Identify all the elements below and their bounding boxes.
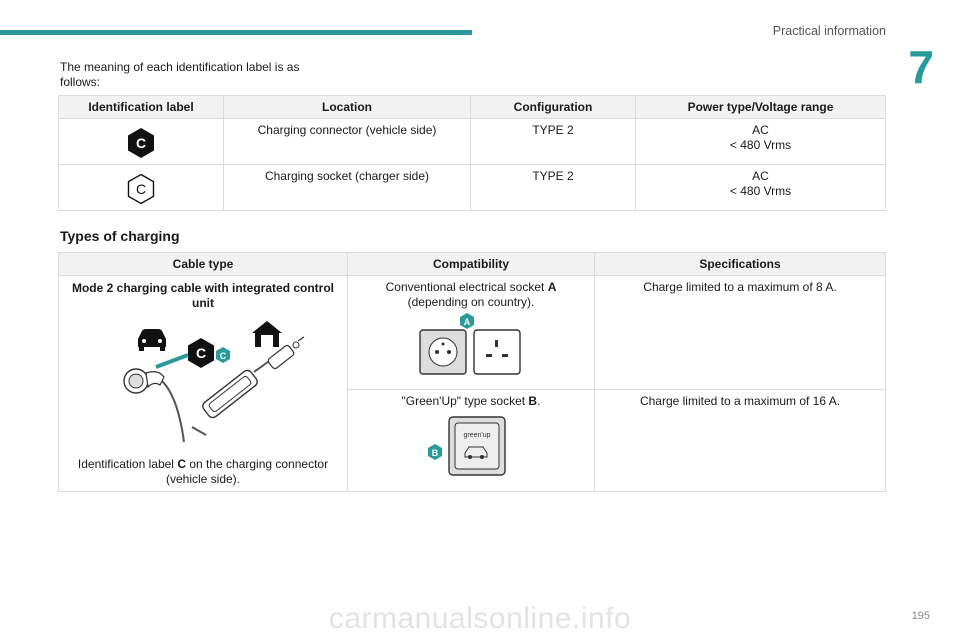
section-heading: Types of charging	[60, 228, 180, 244]
svg-text:C: C	[196, 345, 206, 361]
vehicle-connector-icon	[123, 368, 185, 443]
column-header: Specifications	[594, 252, 886, 276]
table-row: C Charging socket (charger side) TYPE 2 …	[58, 164, 886, 211]
wall-plug-icon	[267, 336, 305, 370]
cable-caption: Identification label C on the charging c…	[77, 457, 329, 486]
column-header: Identification label	[58, 95, 224, 119]
cable-cell: Mode 2 charging cable with integrated co…	[58, 275, 348, 492]
greenup-socket-icon: green'up	[448, 416, 506, 476]
svg-text:C: C	[136, 135, 146, 151]
table-row: "Green'Up" type socket B. B green'up Cha…	[59, 389, 886, 492]
c-black-hexagon-icon: C	[188, 338, 214, 368]
location-cell: Charging socket (charger side)	[223, 164, 471, 211]
callout-a-icon: A	[460, 313, 474, 329]
svg-text:C: C	[136, 181, 146, 197]
watermark: carmanualsonline.info	[328, 602, 632, 635]
header-accent-bar	[0, 30, 472, 35]
svg-text:C: C	[220, 351, 227, 361]
label-cell: C	[58, 118, 224, 165]
chapter-number: 7	[908, 41, 934, 93]
callout-c-icon: C	[155, 347, 230, 369]
power-cell: AC < 480 Vrms	[635, 164, 886, 211]
table-row: C Charging connector (vehicle side) TYPE…	[58, 118, 886, 165]
table-row: Mode 2 charging cable with integrated co…	[58, 274, 886, 492]
power-cell: AC < 480 Vrms	[635, 118, 886, 165]
c-black-hexagon-icon: C	[128, 128, 154, 158]
column-header: Power type/Voltage range	[635, 95, 886, 119]
location-cell: Charging connector (vehicle side)	[223, 118, 471, 165]
socket-a-illustration: A	[419, 313, 521, 375]
column-header: Configuration	[470, 95, 636, 119]
configuration-cell: TYPE 2	[470, 118, 636, 165]
house-icon	[252, 321, 282, 347]
page-number: 195	[911, 610, 930, 622]
french-socket-icon	[419, 329, 467, 375]
compatibility-cell: Conventional electrical socket A (depend…	[347, 274, 595, 391]
configuration-cell: TYPE 2	[470, 164, 636, 211]
svg-text:B: B	[432, 448, 439, 458]
column-header: Location	[223, 95, 471, 119]
compatibility-text: Conventional electrical socket A (depend…	[385, 280, 557, 309]
specification-cell: Charge limited to a maximum of 8 A.	[594, 274, 886, 391]
callout-b-icon: B	[428, 444, 442, 461]
table-header-row: Cable type Compatibility Specifications	[58, 252, 886, 276]
section-title: Practical information	[772, 24, 886, 38]
specification-cell: Charge limited to a maximum of 16 A.	[594, 389, 886, 492]
identification-label-table: Identification label Location Configurat…	[58, 95, 886, 211]
car-icon	[138, 329, 166, 351]
intro-text: The meaning of each identification label…	[60, 60, 300, 89]
column-header: Compatibility	[347, 252, 595, 276]
svg-text:green'up: green'up	[463, 432, 490, 439]
socket-b-illustration: B green'up	[428, 416, 506, 476]
c-outline-hexagon-icon: C	[127, 173, 155, 205]
column-header: Cable type	[58, 252, 348, 276]
control-unit-icon	[191, 358, 273, 436]
charging-types-table: Cable type Compatibility Specifications …	[58, 252, 886, 492]
uk-socket-icon	[473, 329, 521, 375]
mode2-cable-illustration: C C	[123, 321, 305, 443]
compatibility-cell: "Green'Up" type socket B. B green'up	[347, 389, 595, 492]
compatibility-text: "Green'Up" type socket B.	[401, 394, 541, 409]
svg-text:A: A	[464, 317, 471, 327]
cable-title: Mode 2 charging cable with integrated co…	[71, 281, 335, 310]
table-header-row: Identification label Location Configurat…	[58, 95, 886, 119]
label-cell: C	[58, 164, 224, 211]
